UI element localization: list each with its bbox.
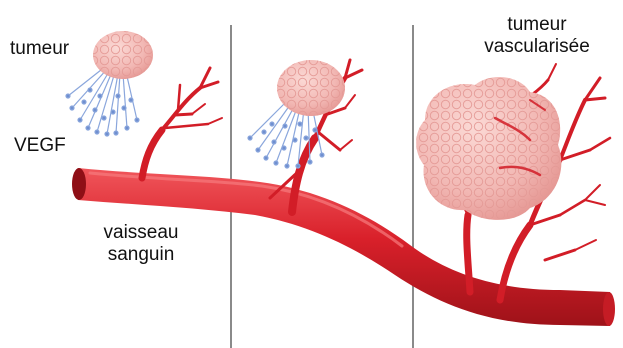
blood-vessel-label-line-2: sanguin <box>86 244 196 266</box>
blood-vessel-label-line-1: vaisseau <box>86 222 196 244</box>
medium-tumor <box>277 60 345 116</box>
vascularized-tumor-label-line-1: tumeur <box>462 14 612 36</box>
branch-panel-1 <box>142 68 222 178</box>
vascularized-tumor-label: tumeur vascularisée <box>462 14 612 58</box>
small-tumor <box>93 31 153 79</box>
vascularized-tumor-label-line-2: vascularisée <box>462 36 612 58</box>
tumor-label: tumeur <box>10 38 69 60</box>
blood-vessel-label: vaisseau sanguin <box>86 222 196 266</box>
vascularized-tumor <box>416 77 561 220</box>
vegf-label: VEGF <box>14 135 66 157</box>
